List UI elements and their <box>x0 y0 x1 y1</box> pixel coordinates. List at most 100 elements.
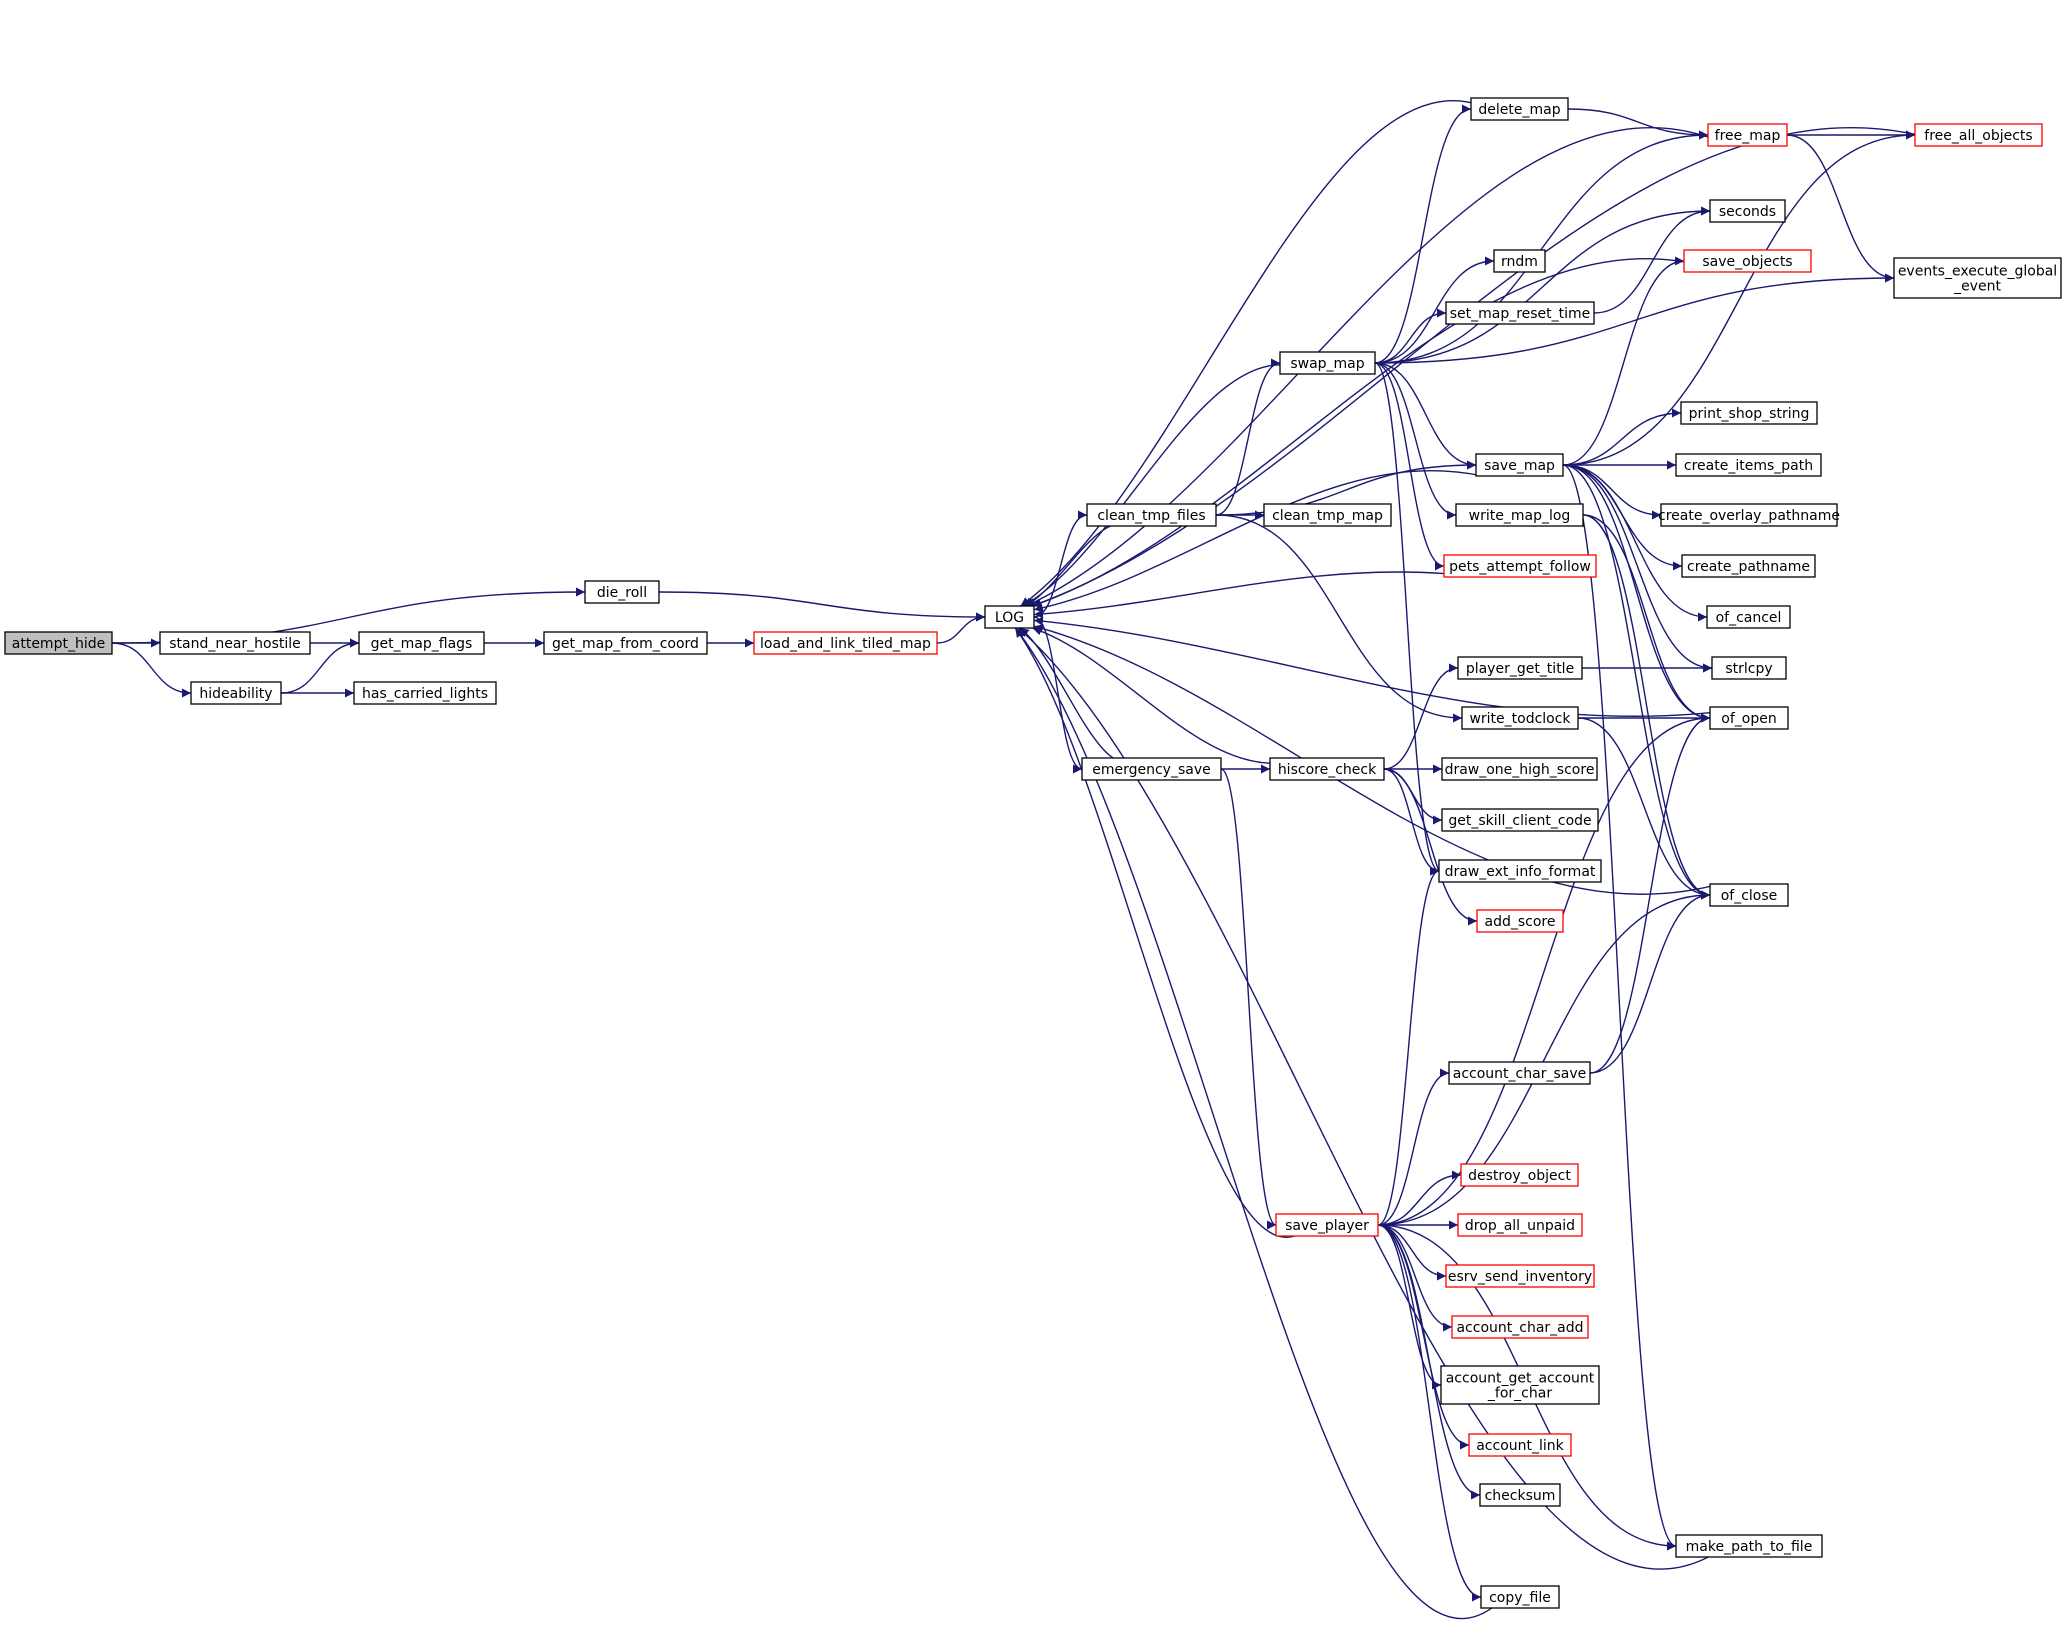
node-box <box>1475 453 1564 477</box>
edge-swap_map-to-write_map_log <box>1374 362 1457 520</box>
node-save-player[interactable]: save_player <box>1275 1213 1379 1237</box>
node-of-open[interactable]: of_open <box>1709 706 1789 730</box>
node-get-skill-client-code[interactable]: get_skill_client_code <box>1441 808 1599 832</box>
node-esrv-send-inventory[interactable]: esrv_send_inventory <box>1445 1264 1595 1288</box>
node-copy-file[interactable]: copy_file <box>1480 1585 1560 1609</box>
node-get-map-from-coord[interactable]: get_map_from_coord <box>543 631 708 655</box>
node-box <box>1709 199 1786 223</box>
node-account-char-add[interactable]: account_char_add <box>1451 1315 1589 1339</box>
node-create-overlay-pathname[interactable]: create_overlay_pathname <box>1658 503 1840 527</box>
node-label: draw_one_high_score <box>1445 762 1595 778</box>
node-draw-ext-info-format[interactable]: draw_ext_info_format <box>1438 859 1602 883</box>
node-label: delete_map <box>1478 102 1560 118</box>
node-get-map-flags[interactable]: get_map_flags <box>358 631 485 655</box>
edge-load_and_link_tiled_map-to-LOG <box>936 612 986 644</box>
edge-pets_attempt_follow-to-LOG <box>1033 571 1445 619</box>
edge-save_player-to-copy_file <box>1377 1224 1482 1602</box>
node-label: write_map_log <box>1469 508 1571 524</box>
node-write-map-log[interactable]: write_map_log <box>1455 503 1584 527</box>
node-draw-one-high-score[interactable]: draw_one_high_score <box>1441 757 1598 781</box>
node-label: get_skill_client_code <box>1448 813 1591 829</box>
node-box <box>1680 401 1818 425</box>
node-free-all-objects[interactable]: free_all_objects <box>1914 123 2043 147</box>
node-hiscore-check[interactable]: hiscore_check <box>1269 757 1385 781</box>
edge-write_todclock-to-of_close <box>1577 717 1711 900</box>
node-of-cancel[interactable]: of_cancel <box>1706 605 1791 629</box>
edge-free_all_objects-to-LOG <box>1031 127 1957 608</box>
node-label: player_get_title <box>1466 661 1574 677</box>
edge-free_map-to-events_execute_global_event <box>1786 134 1895 283</box>
node-free-map[interactable]: free_map <box>1707 123 1788 147</box>
node-print-shop-string[interactable]: print_shop_string <box>1680 401 1818 425</box>
node-emergency-save[interactable]: emergency_save <box>1081 757 1222 781</box>
node-box <box>1675 1534 1823 1558</box>
edge-save_player-to-checksum <box>1377 1224 1481 1500</box>
node-player-get-title[interactable]: player_get_title <box>1457 656 1583 680</box>
node-clean-tmp-files[interactable]: clean_tmp_files <box>1086 503 1217 527</box>
node-label: esrv_send_inventory <box>1448 1269 1592 1285</box>
node-hideability[interactable]: hideability <box>190 681 282 705</box>
node-label: account_char_add <box>1456 1320 1583 1336</box>
node-strlcpy[interactable]: strlcpy <box>1711 656 1787 680</box>
edge-hiscore_check-to-draw_ext_info_format <box>1383 768 1440 876</box>
edge-clean_tmp_files-to-swap_map <box>1215 358 1281 516</box>
node-label: strlcpy <box>1725 661 1772 677</box>
node-label: create_items_path <box>1684 458 1813 474</box>
node-box <box>1269 757 1385 781</box>
node-create-items-path[interactable]: create_items_path <box>1675 453 1822 477</box>
node-save-objects[interactable]: save_objects <box>1683 249 1812 273</box>
edge-hiscore_check-to-add_score <box>1383 768 1478 926</box>
node-attempt-hide[interactable]: attempt_hide <box>4 631 113 655</box>
node-label: has_carried_lights <box>362 686 488 702</box>
edge-save_player-to-of_close <box>1377 890 1711 1226</box>
node-box <box>1893 257 2062 299</box>
node-save-map[interactable]: save_map <box>1475 453 1564 477</box>
node-label: hiscore_check <box>1278 762 1377 778</box>
node-box <box>1468 1433 1572 1457</box>
edge-set_map_reset_time-to-seconds <box>1593 206 1711 314</box>
node-rndm[interactable]: rndm <box>1493 249 1546 273</box>
node-account-link[interactable]: account_link <box>1468 1433 1572 1457</box>
node-set-map-reset-time[interactable]: set_map_reset_time <box>1445 301 1595 325</box>
node-delete-map[interactable]: delete_map <box>1470 97 1569 121</box>
node-stand-near-hostile[interactable]: stand_near_hostile <box>159 631 311 655</box>
node-load-and-link-tiled-map[interactable]: load_and_link_tiled_map <box>753 631 938 655</box>
node-box <box>1448 1061 1591 1085</box>
node-box <box>1683 249 1812 273</box>
node-checksum[interactable]: checksum <box>1479 1483 1561 1507</box>
node-box <box>1086 503 1217 527</box>
node-LOG[interactable]: LOG <box>984 605 1035 629</box>
node-has-carried-lights[interactable]: has_carried_lights <box>353 681 497 705</box>
node-add-score[interactable]: add_score <box>1476 909 1564 933</box>
edge-swap_map-to-rndm <box>1374 256 1495 364</box>
node-label: die_roll <box>597 585 647 601</box>
node-seconds[interactable]: seconds <box>1709 199 1786 223</box>
node-events-execute-global-event[interactable]: events_execute_global_event <box>1893 257 2062 299</box>
node-box <box>1451 1315 1589 1339</box>
edge-swap_map-to-set_map_reset_time <box>1374 308 1447 364</box>
node-box <box>1460 1163 1579 1187</box>
node-die-roll[interactable]: die_roll <box>584 580 660 604</box>
node-swap-map[interactable]: swap_map <box>1279 351 1376 375</box>
node-label: LOG <box>995 610 1024 626</box>
node-pets-attempt-follow[interactable]: pets_attempt_follow <box>1443 554 1597 578</box>
node-box <box>1438 859 1602 883</box>
edge-delete_map-to-LOG <box>1020 100 1509 607</box>
node-write-todclock[interactable]: write_todclock <box>1461 706 1579 730</box>
node-label: free_map <box>1715 128 1781 144</box>
node-clean-tmp-map[interactable]: clean_tmp_map <box>1263 503 1392 527</box>
node-box <box>1441 757 1598 781</box>
node-create-pathname[interactable]: create_pathname <box>1681 554 1816 578</box>
node-destroy-object[interactable]: destroy_object <box>1460 1163 1579 1187</box>
node-drop-all-unpaid[interactable]: drop_all_unpaid <box>1457 1213 1583 1237</box>
node-label: draw_ext_info_format <box>1445 864 1596 880</box>
node-account-char-save[interactable]: account_char_save <box>1448 1061 1591 1085</box>
node-of-close[interactable]: of_close <box>1709 883 1789 907</box>
node-box <box>1441 808 1599 832</box>
edge-swap_map-to-events_execute_global_event <box>1374 273 1895 364</box>
node-label: copy_file <box>1489 1590 1551 1606</box>
node-account-get-account-for-char[interactable]: account_get_account_for_char <box>1440 1365 1600 1405</box>
node-make-path-to-file[interactable]: make_path_to_file <box>1675 1534 1823 1558</box>
node-box <box>1706 605 1791 629</box>
node-box <box>1914 123 2043 147</box>
